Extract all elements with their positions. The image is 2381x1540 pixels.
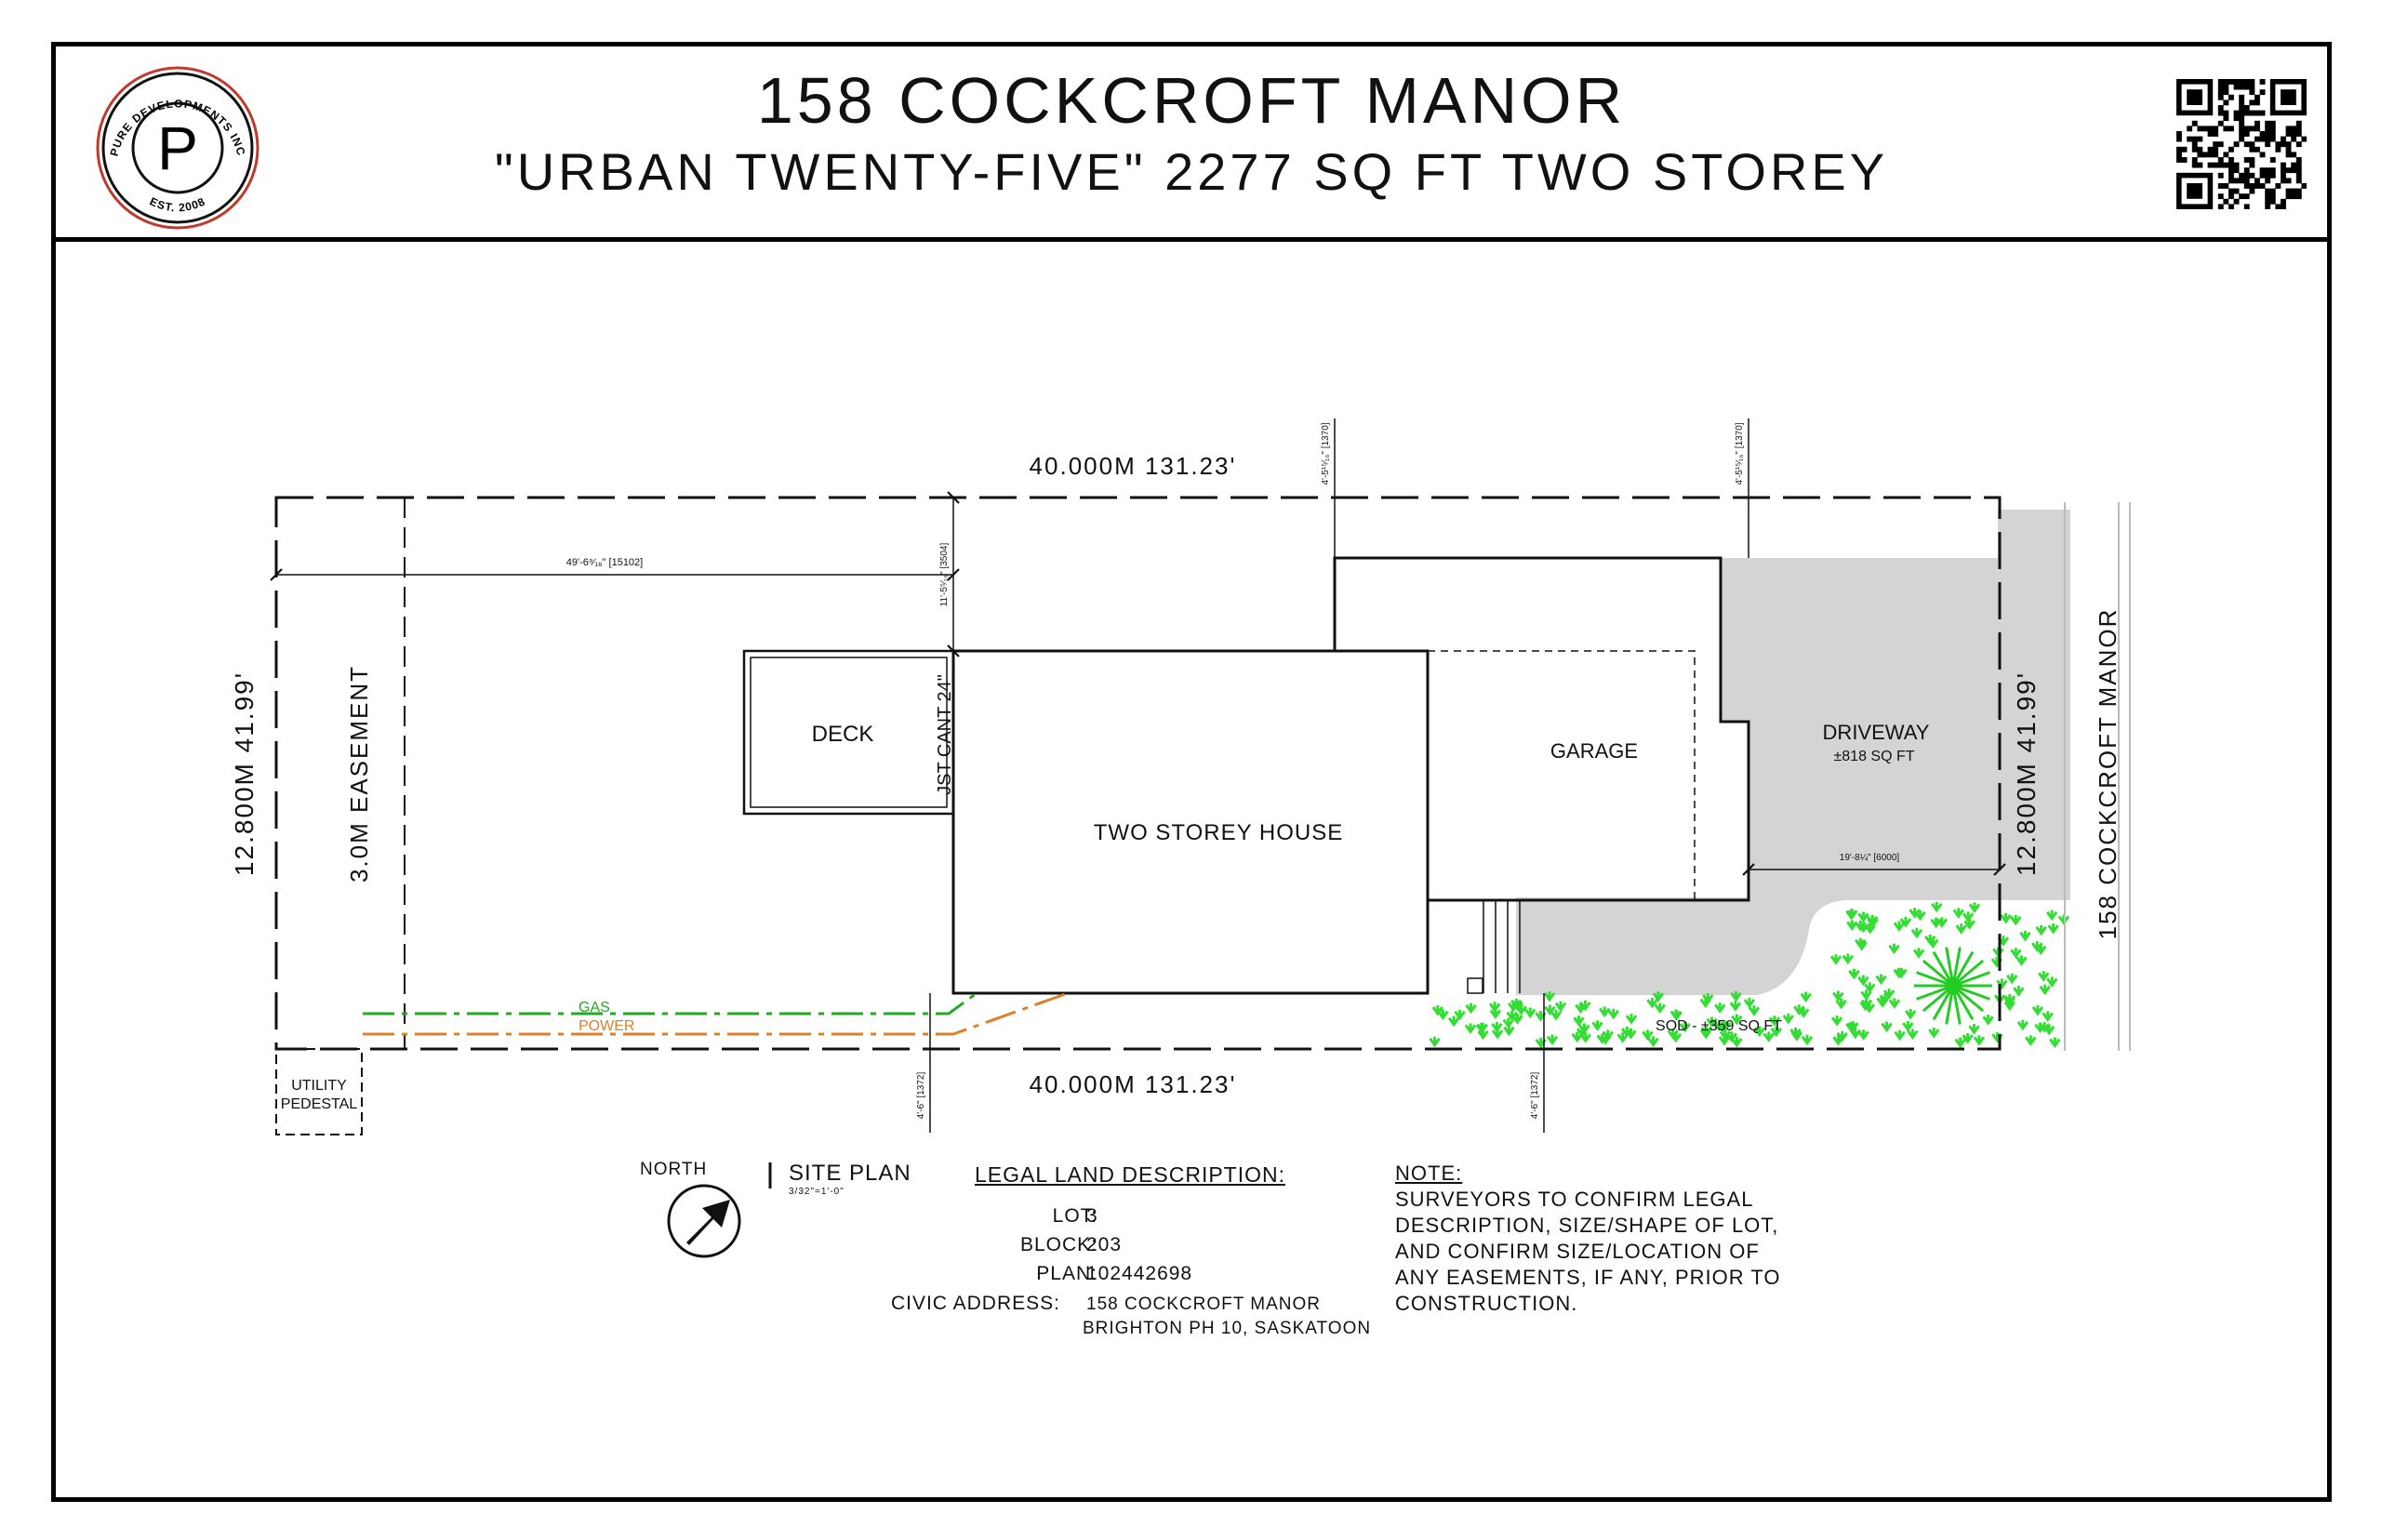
civic-label: CIVIC ADDRESS:	[890, 1293, 1060, 1314]
driveway-label: DRIVEWAY	[1823, 721, 1930, 744]
plan-value: 102442698	[1086, 1263, 1193, 1284]
right-lot-dimension: 12.800M 41.99'	[2012, 671, 2041, 876]
sod-marks	[1429, 901, 2070, 1049]
lot-value: 3	[1086, 1205, 1098, 1227]
driveway-area	[1516, 558, 2070, 995]
note-line: CONSTRUCTION.	[1395, 1292, 1578, 1315]
title-block: PURE DEVELOPMENTS INC EST. 2008 P 158 CO…	[56, 46, 2327, 242]
site-plan-label: SITE PLAN	[789, 1161, 911, 1186]
power-label: POWER	[579, 1018, 634, 1034]
note-line: SURVEYORS TO CONFIRM LEGAL	[1395, 1188, 1754, 1211]
utility-label-1: UTILITY	[291, 1078, 347, 1094]
tree-icon	[1914, 947, 1992, 1025]
side-top-left-dim: 4'-5¹⁵⁄₁₆" [1370]	[1321, 422, 1331, 485]
front-steps	[1467, 900, 1521, 994]
note-line: AND CONFIRM SIZE/LOCATION OF	[1395, 1240, 1760, 1263]
company-logo: PURE DEVELOPMENTS INC EST. 2008 P	[96, 66, 259, 230]
note-block: NOTE: SURVEYORS TO CONFIRM LEGAL DESCRIP…	[1395, 1161, 1781, 1317]
logo-est-text: EST. 2008	[148, 194, 207, 214]
deck-side-dim: 11'-5⁵⁄₁₆" [3504]	[939, 543, 950, 607]
block-value: 203	[1086, 1234, 1123, 1255]
north-arrow-icon	[667, 1184, 741, 1258]
left-lot-dimension: 12.800M 41.99'	[230, 671, 259, 876]
gas-line	[363, 991, 978, 1016]
scale-label: 3/32"=1'-0"	[789, 1187, 845, 1197]
note-line: ANY EASEMENTS, IF ANY, PRIOR TO	[1395, 1266, 1781, 1289]
top-lot-dimension: 40.000M 131.23'	[1030, 452, 1237, 480]
drawing-frame: PURE DEVELOPMENTS INC EST. 2008 P 158 CO…	[51, 42, 2332, 1502]
driveway-area-label: ±818 SQ FT	[1833, 749, 1914, 764]
utility-pedestal	[275, 1048, 363, 1135]
deck	[742, 649, 955, 816]
power-line	[363, 991, 1069, 1036]
logo-letter: P	[157, 113, 198, 182]
civic-line-2: BRIGHTON PH 10, SASKATOON	[1083, 1319, 1372, 1338]
sod-label: SOD - ±359 SQ FT	[1656, 1018, 1782, 1034]
civic-line-1: 158 COCKCROFT MANOR	[1086, 1294, 1321, 1314]
plan-label: PLAN:	[1036, 1263, 1097, 1284]
svg-text:EST. 2008: EST. 2008	[148, 194, 208, 214]
gas-label: GAS	[579, 1000, 610, 1016]
rear-setback-dim: 49'-6⁹⁄₁₆" [15102]	[566, 557, 643, 568]
jst-cant-label: JST CANT 24"	[935, 674, 955, 795]
bottom-left-dim: 4'-6" [1372]	[916, 1072, 926, 1120]
note-heading: NOTE:	[1395, 1162, 1463, 1185]
page-subtitle: "URBAN TWENTY-FIVE" 2277 SQ FT TWO STORE…	[494, 142, 1889, 201]
two-storey-house	[951, 649, 1430, 995]
page-title: 158 COCKCROFT MANOR	[756, 64, 1627, 137]
bottom-lot-dimension: 40.000M 131.23'	[1030, 1070, 1237, 1098]
property-line	[274, 496, 2002, 1051]
block-label: BLOCK:	[1019, 1234, 1097, 1255]
driveway-sidewalk	[1998, 510, 2070, 900]
north-label: NORTH	[640, 1160, 708, 1179]
house-label: TWO STOREY HOUSE	[1094, 820, 1343, 845]
utility-label-2: PEDESTAL	[281, 1096, 358, 1112]
note-line: DESCRIPTION, SIZE/SHAPE OF LOT,	[1395, 1214, 1779, 1237]
garage-label: GARAGE	[1550, 739, 1638, 763]
bottom-right-dim: 4'-6" [1372]	[1530, 1072, 1540, 1120]
deck-label: DECK	[812, 722, 874, 747]
side-top-right-dim: 4'-5¹⁵⁄₁₆" [1370]	[1735, 422, 1745, 485]
front-dim: 19'-8¼" [6000]	[1840, 852, 1900, 863]
lot-label: LOT:	[1052, 1205, 1097, 1227]
legal-heading: LEGAL LAND DESCRIPTION:	[975, 1162, 1286, 1187]
street-label: 158 COCKCROFT MANOR	[2094, 608, 2122, 940]
easement-label: 3.0M EASEMENT	[345, 665, 373, 883]
qr-code-icon	[2176, 79, 2307, 209]
